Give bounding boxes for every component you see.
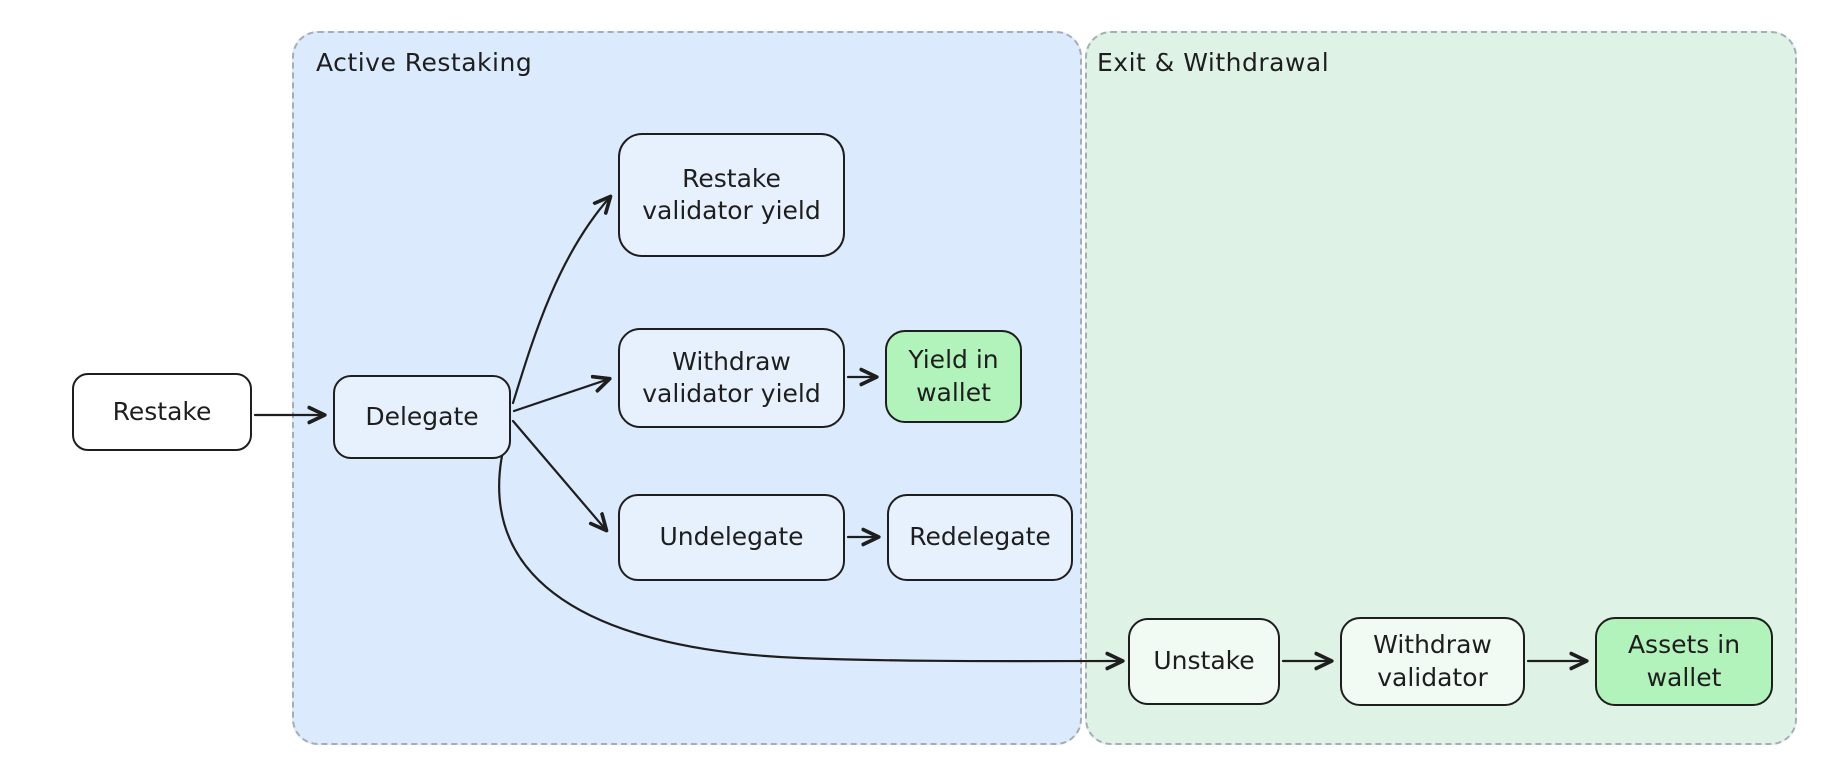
edge-delegate-to-withdraw-validator-yield[interactable] [512,379,609,413]
node-undelegate[interactable]: Undelegate [618,494,845,581]
node-withdraw-validator-yield-label: Withdraw validator yield [642,346,821,409]
node-delegate-label: Delegate [365,401,479,431]
node-unstake-label: Unstake [1153,646,1255,676]
node-redelegate[interactable]: Redelegate [887,494,1073,581]
node-yield-in-wallet-label: Yield in wallet [908,345,999,407]
node-withdraw-validator-label: Withdraw validator [1373,630,1492,692]
node-redelegate-label: Redelegate [909,522,1051,552]
node-assets-in-wallet-label: Assets in wallet [1627,630,1741,692]
node-undelegate-label: Undelegate [659,522,804,552]
node-restake-label: Restake [112,396,212,426]
node-delegate[interactable]: Delegate [333,375,511,459]
node-assets-in-wallet[interactable]: Assets in wallet [1595,617,1773,706]
edge-delegate-to-restake-validator-yield[interactable] [511,197,610,405]
group-label-active-restaking: Active Restaking [316,48,533,77]
node-restake-validator-yield-label: Restake validator yield [642,163,821,226]
node-withdraw-validator[interactable]: Withdraw validator [1340,617,1525,706]
group-label-exit-withdrawal: Exit & Withdrawal [1097,48,1330,77]
node-yield-in-wallet[interactable]: Yield in wallet [885,330,1022,423]
node-unstake[interactable]: Unstake [1128,618,1280,705]
node-restake-validator-yield[interactable]: Restake validator yield [618,133,845,257]
edge-delegate-to-undelegate[interactable] [511,419,606,530]
edge-delegate-to-unstake[interactable] [498,429,1122,661]
node-withdraw-validator-yield[interactable]: Withdraw validator yield [618,328,845,428]
node-restake[interactable]: Restake [72,373,252,451]
